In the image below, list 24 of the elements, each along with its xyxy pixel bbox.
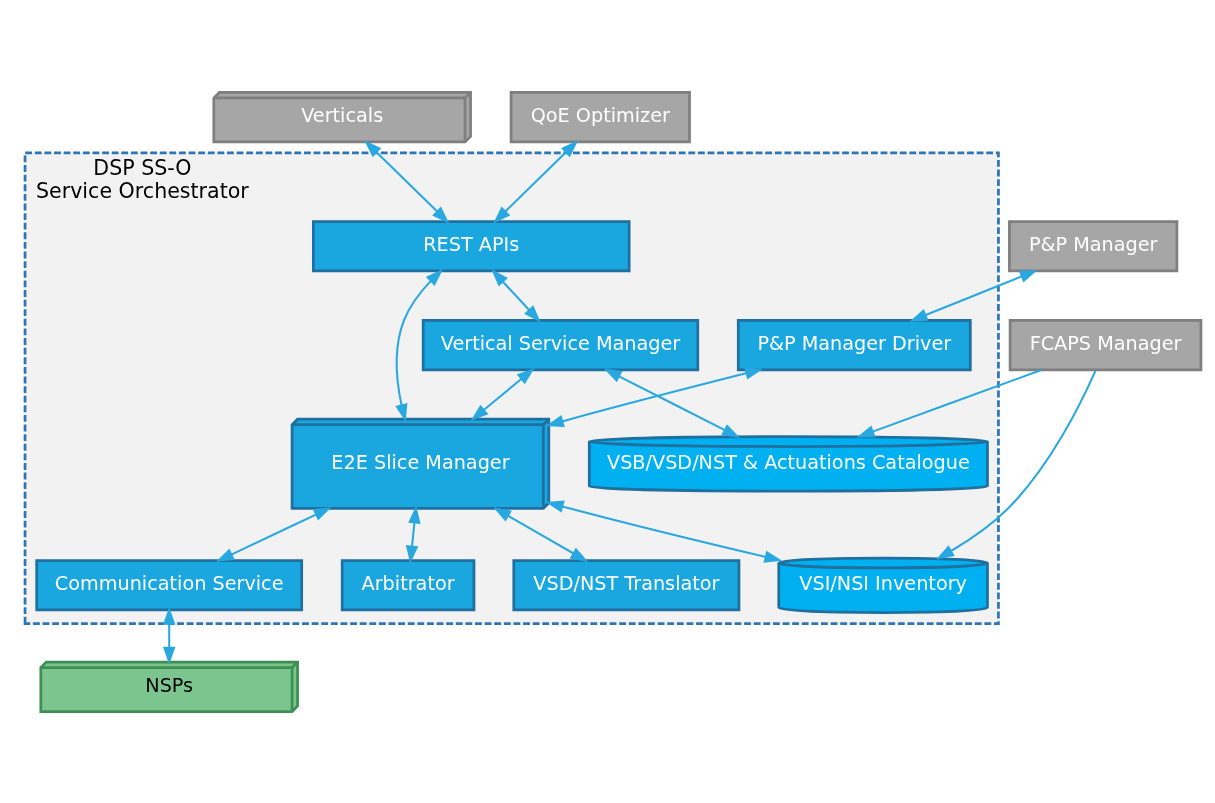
arrow — [545, 500, 783, 563]
arrow — [545, 366, 764, 427]
arrow — [405, 505, 421, 563]
node-box: QoE Optimizer — [509, 90, 691, 143]
node-box: Communication Service — [35, 558, 304, 611]
arrow — [493, 506, 589, 562]
arrow — [162, 606, 176, 665]
node-box: REST APIs — [311, 219, 631, 272]
node-box: FCAPS Manager — [1008, 318, 1203, 371]
arrow — [493, 139, 579, 223]
node-box: Arbitrator — [340, 558, 476, 611]
node-box: VSD/NST Translator — [512, 558, 741, 611]
arrow — [909, 269, 1038, 321]
arrow — [491, 268, 541, 323]
arrow — [856, 368, 1042, 437]
node-box: P&P Manager Driver — [736, 318, 972, 371]
node-box: Vertical Service Manager — [421, 318, 700, 371]
arrow — [364, 139, 450, 223]
arrow — [603, 368, 740, 438]
arrow — [470, 367, 535, 421]
arrow — [936, 369, 1097, 559]
arrow — [216, 506, 332, 562]
arrow — [395, 268, 444, 422]
node-box: P&P Manager — [1008, 219, 1179, 272]
